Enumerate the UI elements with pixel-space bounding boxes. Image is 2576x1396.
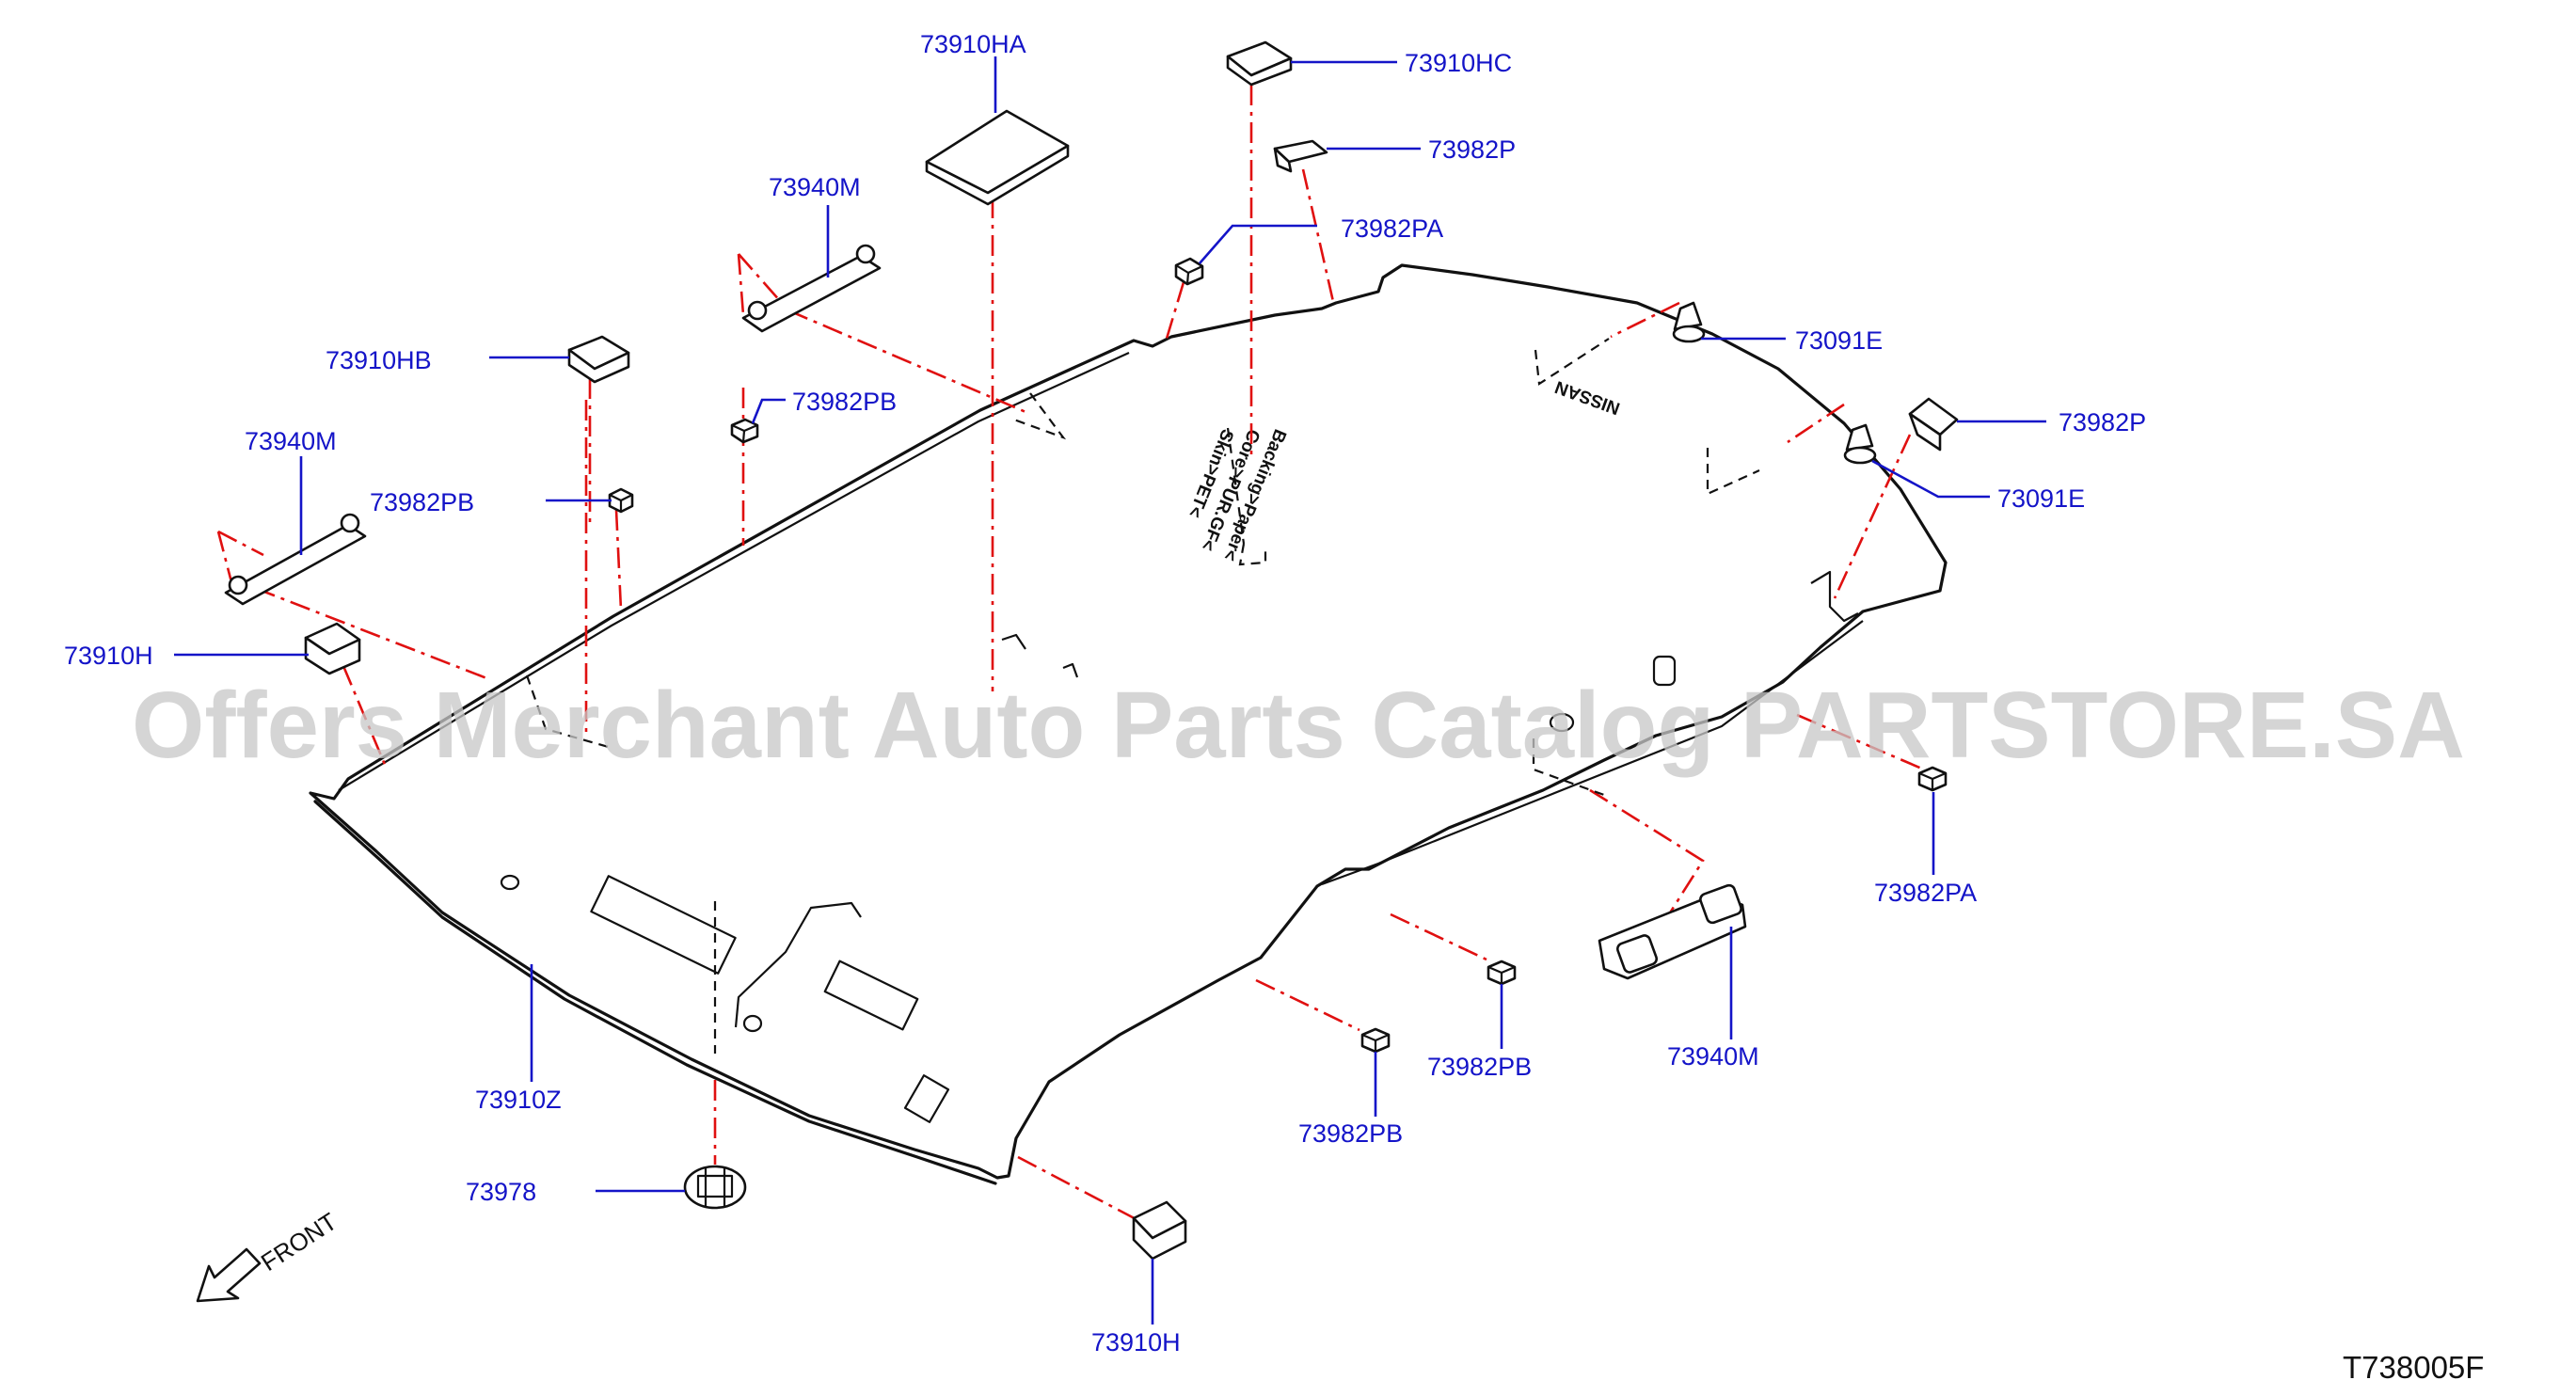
assembly-line xyxy=(217,530,264,557)
hole xyxy=(500,874,520,891)
clip-73982PA-top xyxy=(1174,257,1204,286)
assembly-line xyxy=(1165,281,1185,340)
assembly-line xyxy=(1787,403,1845,444)
clip-73982PB-upper xyxy=(730,418,759,444)
location-line xyxy=(525,674,612,750)
part-label[interactable]: 73910Z xyxy=(475,1086,562,1114)
clip-73982PB-right-lower xyxy=(1360,1027,1391,1054)
console-recess xyxy=(823,960,919,1031)
diagram-code: T738005F xyxy=(2343,1350,2484,1385)
pad-73910H-left xyxy=(304,622,361,675)
location-line xyxy=(1010,392,1067,440)
part-label[interactable]: 73982PB xyxy=(792,388,897,416)
part-label[interactable]: 73982PB xyxy=(1298,1119,1403,1148)
assembly-line xyxy=(1255,978,1360,1032)
assembly-line xyxy=(1390,912,1487,961)
part-label[interactable]: 73910HB xyxy=(326,346,432,374)
lamp-73978 xyxy=(683,1165,747,1210)
location-line xyxy=(1238,543,1267,566)
hole xyxy=(1549,712,1575,733)
part-label[interactable]: 73910H xyxy=(64,642,153,670)
part-label[interactable]: 73982PA xyxy=(1874,879,1977,907)
hook-bracket xyxy=(1062,662,1079,678)
clip-slot xyxy=(1652,655,1677,687)
part-label[interactable]: 73091E xyxy=(1997,484,2085,513)
part-label[interactable]: 73982P xyxy=(1428,135,1516,164)
assembly-line xyxy=(1017,1155,1144,1225)
part-label[interactable]: 73910HA xyxy=(920,30,1026,58)
front-indicator: FRONT xyxy=(196,1207,342,1303)
part-label[interactable]: 73982PB xyxy=(370,488,474,516)
location-line xyxy=(1532,738,1605,797)
part-labels: 73910HA 73910HC 73982P 73982PA 73940M 73… xyxy=(64,30,2146,1356)
part-label[interactable]: 73091E xyxy=(1795,326,1883,355)
hole xyxy=(742,1014,763,1033)
part-label[interactable]: 73910HC xyxy=(1405,49,1512,77)
clip-73982P-top xyxy=(1273,139,1328,173)
part-label[interactable]: 73982PA xyxy=(1341,214,1443,243)
part-label[interactable]: 73910H xyxy=(1091,1328,1181,1356)
location-line xyxy=(1226,427,1246,545)
location-line xyxy=(1706,448,1760,496)
location-line xyxy=(1534,338,1610,386)
assembly-line xyxy=(1610,301,1680,339)
headlining-brand: NISSAN xyxy=(1552,376,1623,418)
part-label[interactable]: 73982P xyxy=(2059,408,2146,436)
leader-line xyxy=(751,398,786,424)
part-label[interactable]: 73940M xyxy=(1667,1042,1759,1071)
clip-73982PA-right xyxy=(1917,766,1948,792)
headlining-side-rail xyxy=(338,351,1130,791)
assembly-line xyxy=(1301,168,1336,307)
front-recess xyxy=(590,875,737,975)
assembly-line xyxy=(737,253,745,316)
headlining-front-edge xyxy=(313,800,997,1185)
part-label[interactable]: 73978 xyxy=(466,1178,536,1206)
hook-bracket xyxy=(1001,633,1026,650)
leader-lines xyxy=(174,56,2046,1325)
assist-grip-left xyxy=(224,513,367,606)
clip-73091E-upper xyxy=(1672,301,1706,343)
clip-73982PB-lower xyxy=(608,487,634,514)
assembly-line xyxy=(216,531,490,681)
clip-73091E-lower xyxy=(1843,423,1877,465)
part-label[interactable]: 73982PB xyxy=(1427,1053,1532,1081)
parts xyxy=(224,40,1959,1261)
pad-73910HA xyxy=(925,109,1070,206)
assembly-line xyxy=(614,509,623,611)
sunroof-frame xyxy=(734,901,862,1028)
pad-73910HC xyxy=(1226,40,1293,87)
front-arrow-icon xyxy=(196,1247,262,1303)
assist-grip-right xyxy=(1598,883,1747,980)
leader-line xyxy=(1199,224,1317,264)
watermark: Offers Merchant Auto Parts Catalog PARTS… xyxy=(132,673,2465,778)
headlining-rear-rail xyxy=(1321,620,1864,886)
headlining-outline xyxy=(309,263,1948,1180)
hook-bracket xyxy=(1810,570,1859,623)
leader-line xyxy=(1871,459,1990,499)
pad-73910H-bottom xyxy=(1132,1200,1187,1261)
front-label: FRONT xyxy=(256,1207,342,1277)
lamp-slot xyxy=(903,1074,950,1123)
part-label[interactable]: 73940M xyxy=(769,173,861,201)
assembly-line xyxy=(342,665,388,768)
assembly-line xyxy=(1833,434,1912,599)
pad-73910HB xyxy=(567,335,630,384)
assembly-line xyxy=(1796,713,1925,771)
clip-73982PB-right-upper xyxy=(1487,960,1517,986)
assembly-lines xyxy=(216,85,1925,1225)
part-label[interactable]: 73940M xyxy=(245,427,337,455)
assist-grip-top xyxy=(741,244,882,333)
location-lines xyxy=(525,338,1760,1054)
clip-73982P-right xyxy=(1908,397,1959,452)
